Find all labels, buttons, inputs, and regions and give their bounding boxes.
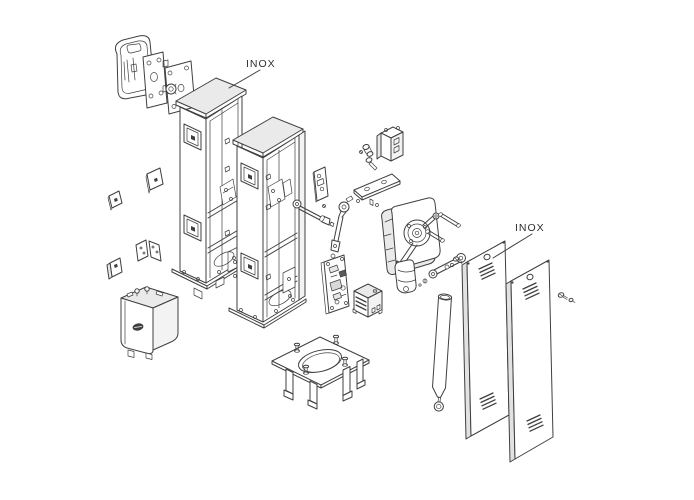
leader-line [228, 69, 261, 89]
tie-rod [330, 195, 354, 263]
lock-assembly [359, 126, 404, 171]
door-panel-rear [505, 259, 554, 463]
vent-slots [522, 282, 544, 432]
door-panel-front [461, 240, 510, 440]
arm-fixing-pad [183, 123, 202, 151]
motor-body [394, 259, 417, 294]
arm-fixing-pad [183, 214, 202, 242]
arm-fixing-pad [240, 162, 259, 190]
label-inox-side: INOX [492, 222, 545, 259]
knurled-hub [165, 83, 177, 95]
balance-spring [432, 293, 453, 412]
linkage-rods [425, 212, 461, 243]
transformer [352, 283, 383, 318]
inox-label-text: INOX [246, 58, 276, 70]
label-inox-top: INOX [228, 58, 276, 89]
anchor-base-plate [271, 334, 370, 410]
lock-plate [312, 166, 329, 208]
control-board [320, 254, 350, 315]
cabinet-column-front [171, 77, 249, 300]
anchor-bolt [341, 356, 349, 367]
cabinet-column-rear [228, 116, 307, 329]
fixing-screws [450, 256, 576, 303]
gearmotor-assembly [381, 197, 441, 294]
anchor-bolt [302, 364, 310, 375]
output-shaft-pin [292, 199, 335, 227]
anchor-bolt [332, 334, 340, 345]
release-bracket [353, 173, 401, 207]
anchor-bolt [293, 342, 301, 353]
vent-slots [478, 262, 497, 410]
rocker-lever [418, 253, 466, 287]
inox-label-text: INOX [515, 222, 545, 234]
hole-cover-caps [106, 167, 164, 280]
leader-line [492, 233, 533, 259]
motor-cover-hood [120, 286, 179, 360]
key-cylinder [365, 157, 373, 163]
arm-fixing-pad [240, 252, 259, 280]
